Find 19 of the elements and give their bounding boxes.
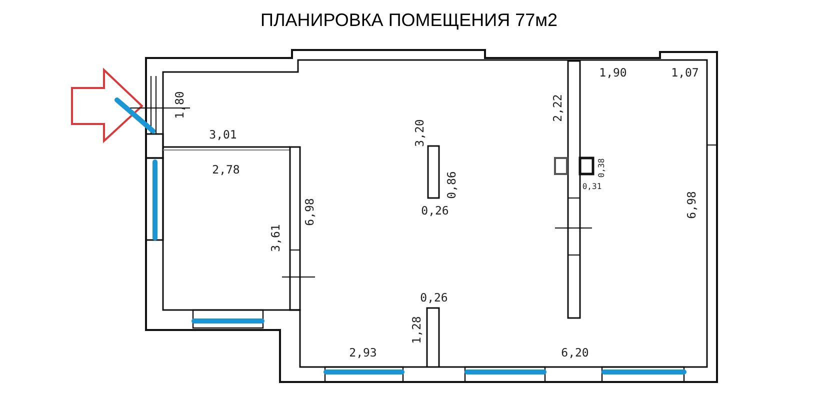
dimension-label: 2,93 bbox=[349, 347, 377, 359]
dimension-label: 2,78 bbox=[212, 164, 240, 176]
dimension-label: 1,80 bbox=[174, 91, 186, 119]
dimension-label: 6,20 bbox=[561, 347, 589, 359]
dimension-label: 0,31 bbox=[582, 183, 602, 191]
dimension-label: 0,26 bbox=[420, 292, 448, 304]
dimension-label: 0,86 bbox=[446, 171, 458, 199]
dimension-label: 0,26 bbox=[421, 205, 449, 217]
dimension-label: 6,98 bbox=[304, 198, 316, 226]
dimension-label: 3,61 bbox=[270, 224, 282, 252]
dimension-label: 0,38 bbox=[598, 158, 606, 178]
dimension-label: 2,22 bbox=[552, 94, 564, 122]
title: ПЛАНИРОВКА ПОМЕЩЕНИЯ 77м2 bbox=[260, 10, 558, 31]
dimension-label: 3,01 bbox=[209, 129, 237, 141]
dimension-label: 3,20 bbox=[414, 119, 426, 147]
dimension-label: 1,90 bbox=[599, 67, 627, 79]
dimension-label: 1,28 bbox=[411, 316, 423, 344]
dimension-label: 1,07 bbox=[671, 67, 699, 79]
dimension-label: 6,98 bbox=[686, 191, 698, 219]
